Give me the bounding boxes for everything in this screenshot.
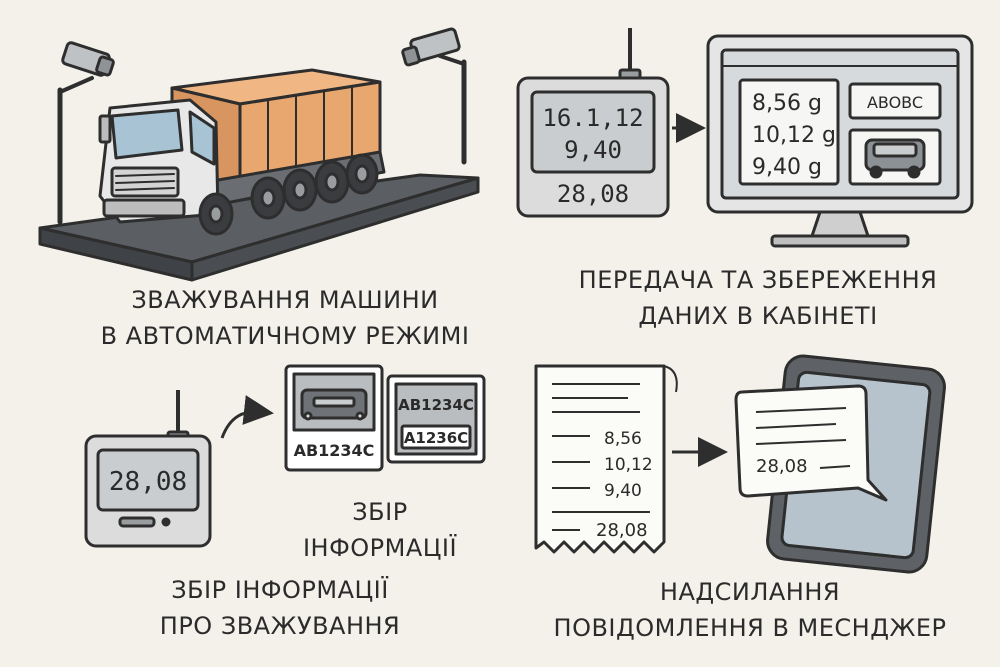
caption-transfer-line2: ДАНИХ В КАБІНЕТІ (638, 302, 878, 330)
car-thumbnail-icon (864, 138, 926, 179)
caption-collection-sub: ЗБІР ІНФОРМАЦІЇ (270, 494, 490, 566)
device-readout-total: 28,08 (557, 180, 629, 208)
caption-weighing-line1: ЗВАЖУВАННЯ МАШИНИ (131, 286, 439, 314)
monitor-value-2: 10,12 g (752, 123, 836, 148)
computer-monitor (706, 34, 974, 248)
truck-wheels (198, 153, 379, 236)
message-bubble (734, 384, 888, 502)
caption-messenger-line2: ПОВІДОМЛЕННЯ В МЕСНДЖЕР (553, 614, 947, 642)
weighing-platform (38, 173, 480, 282)
receipt-paper (534, 364, 678, 554)
car-front-icon (300, 388, 368, 421)
weighing-terminal-device (516, 28, 670, 218)
caption-collection-sub-line1: ЗБІР (352, 498, 408, 526)
caption-messenger-line1: НАДСИЛАННЯ (659, 578, 841, 606)
camera-right-icon (401, 27, 467, 165)
caption-collection-line2: ПРО ЗВАЖУВАННЯ (159, 612, 401, 640)
caption-transfer: ПЕРЕДАЧА ТА ЗБЕРЕЖЕННЯ ДАНИХ В КАБІНЕТІ (548, 262, 968, 334)
caption-weighing: ЗВАЖУВАННЯ МАШИНИ В АВТОМАТИЧНОМУ РЕЖИМІ (70, 282, 500, 354)
photo-plate-1-text: AB1234C (294, 441, 375, 460)
arrow-device-to-photos (220, 395, 274, 439)
monitor-value-3: 9,40 g (752, 155, 822, 180)
device-readout-line2: 9,40 (564, 136, 622, 164)
caption-collection: ЗБІР ІНФОРМАЦІЇ ПРО ЗВАЖУВАННЯ (100, 572, 460, 644)
message-value: 28,08 (756, 456, 808, 477)
collection-device-readout: 28,08 (109, 467, 187, 497)
truck-cab (98, 98, 220, 224)
monitor-value-1: 8,56 g (752, 91, 822, 116)
receipt-value-1: 8,56 (604, 429, 642, 449)
photo-vehicle-card (284, 364, 384, 472)
receipt-value-3: 9,40 (604, 481, 642, 501)
device-readout-line1: 16.1,12 (542, 104, 643, 132)
photo-plate-card (386, 374, 486, 464)
receipt-total: 28,08 (596, 520, 648, 541)
monitor-plate-text: ABOBC (867, 93, 923, 112)
photo-plate-2-top-text: AB1234C (398, 396, 474, 414)
collection-terminal-device (84, 390, 212, 548)
caption-messenger: НАДСИЛАННЯ ПОВІДОМЛЕННЯ В МЕСНДЖЕР (540, 574, 960, 646)
receipt-value-2: 10,12 (604, 455, 653, 475)
caption-collection-sub-line2: ІНФОРМАЦІЇ (302, 534, 458, 562)
caption-weighing-line2: В АВТОМАТИЧНОМУ РЕЖИМІ (100, 322, 470, 350)
camera-left-icon (57, 41, 115, 225)
caption-collection-line1: ЗБІР ІНФОРМАЦІЇ (171, 576, 389, 604)
photo-plate-2-bottom-text: A1236C (404, 429, 468, 447)
caption-transfer-line1: ПЕРЕДАЧА ТА ЗБЕРЕЖЕННЯ (578, 266, 938, 294)
truck-weighing-scene (38, 27, 480, 282)
